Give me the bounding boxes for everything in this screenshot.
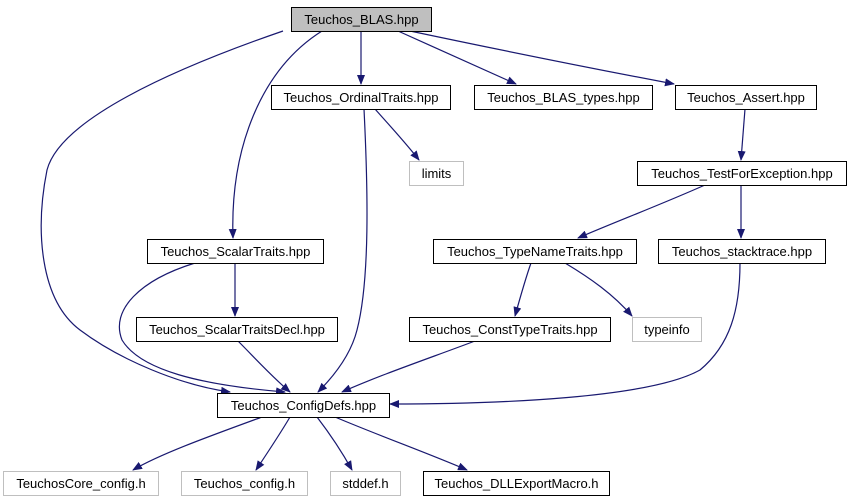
node-dllexport[interactable]: Teuchos_DLLExportMacro.h (423, 471, 610, 496)
edge-scalar-to-configdefs (118, 262, 286, 396)
edge-blas-to-scalar (228, 30, 323, 239)
node-box-coreconfig (3, 471, 159, 496)
edge-assert-to-testexc (737, 108, 746, 161)
edge-typename-to-consttype (513, 262, 532, 317)
node-label-stacktrace: Teuchos_stacktrace.hpp (672, 244, 812, 259)
node-box-testexc (637, 161, 847, 186)
node-blas[interactable]: Teuchos_BLAS.hpp (291, 7, 432, 32)
node-box-consttype (409, 317, 611, 342)
node-label-typeinfo: typeinfo (644, 322, 690, 337)
node-box-config (181, 471, 308, 496)
edge-blas-to-blastypes (397, 30, 517, 85)
edge-testexc-to-typename (577, 184, 706, 239)
edge-consttype-to-configdefs (341, 340, 476, 393)
node-consttype[interactable]: Teuchos_ConstTypeTraits.hpp (409, 317, 611, 342)
node-coreconfig[interactable]: TeuchosCore_config.h (3, 471, 159, 496)
node-typeinfo[interactable]: typeinfo (632, 317, 702, 342)
node-label-blastypes: Teuchos_BLAS_types.hpp (487, 90, 640, 105)
node-box-blas (291, 7, 432, 32)
node-label-dllexport: Teuchos_DLLExportMacro.h (434, 476, 598, 491)
edge-blas-to-configdefs (40, 30, 284, 395)
node-label-config: Teuchos_config.h (194, 476, 295, 491)
node-label-scalar: Teuchos_ScalarTraits.hpp (161, 244, 311, 259)
node-limits[interactable]: limits (409, 161, 464, 186)
nodes-layer: Teuchos_BLAS.hppTeuchos_OrdinalTraits.hp… (3, 7, 847, 496)
node-label-assert: Teuchos_Assert.hpp (687, 90, 805, 105)
edge-scalardecl-to-configdefs (237, 340, 291, 393)
edge-ordinal-to-configdefs (317, 108, 368, 393)
node-testexc[interactable]: Teuchos_TestForException.hpp (637, 161, 847, 186)
node-box-stddef (330, 471, 401, 496)
node-box-ordinal (271, 85, 451, 110)
node-box-scalardecl (136, 317, 338, 342)
node-typename[interactable]: Teuchos_TypeNameTraits.hpp (433, 239, 637, 264)
edge-blas-to-assert (409, 30, 675, 87)
node-label-scalardecl: Teuchos_ScalarTraitsDecl.hpp (149, 322, 325, 337)
node-label-blas: Teuchos_BLAS.hpp (304, 12, 418, 27)
node-label-testexc: Teuchos_TestForException.hpp (651, 166, 832, 181)
node-box-typeinfo (632, 317, 702, 342)
node-box-typename (433, 239, 637, 264)
node-label-consttype: Teuchos_ConstTypeTraits.hpp (422, 322, 597, 337)
node-stddef[interactable]: stddef.h (330, 471, 401, 496)
edge-stacktrace-to-configdefs (389, 262, 741, 408)
node-label-ordinal: Teuchos_OrdinalTraits.hpp (284, 90, 439, 105)
node-label-limits: limits (422, 166, 452, 181)
edge-configdefs-to-coreconfig (132, 416, 263, 471)
edge-configdefs-to-dllexport (334, 416, 468, 471)
node-ordinal[interactable]: Teuchos_OrdinalTraits.hpp (271, 85, 451, 110)
node-assert[interactable]: Teuchos_Assert.hpp (675, 85, 817, 110)
node-box-configdefs (217, 393, 390, 418)
node-box-assert (675, 85, 817, 110)
node-config[interactable]: Teuchos_config.h (181, 471, 308, 496)
node-label-coreconfig: TeuchosCore_config.h (16, 476, 145, 491)
node-box-blastypes (474, 85, 653, 110)
node-blastypes[interactable]: Teuchos_BLAS_types.hpp (474, 85, 653, 110)
node-stacktrace[interactable]: Teuchos_stacktrace.hpp (658, 239, 826, 264)
node-box-scalar (147, 239, 324, 264)
edge-configdefs-to-config (255, 416, 291, 471)
node-configdefs[interactable]: Teuchos_ConfigDefs.hpp (217, 393, 390, 418)
edge-ordinal-to-limits (374, 108, 420, 161)
node-box-dllexport (423, 471, 610, 496)
node-box-limits (409, 161, 464, 186)
node-scalar[interactable]: Teuchos_ScalarTraits.hpp (147, 239, 324, 264)
edges-layer (40, 30, 746, 471)
node-box-stacktrace (658, 239, 826, 264)
edge-configdefs-to-stddef (316, 416, 353, 471)
node-scalardecl[interactable]: Teuchos_ScalarTraitsDecl.hpp (136, 317, 338, 342)
node-label-stddef: stddef.h (342, 476, 388, 491)
node-label-configdefs: Teuchos_ConfigDefs.hpp (231, 398, 376, 413)
edge-typename-to-typeinfo (564, 262, 633, 317)
node-label-typename: Teuchos_TypeNameTraits.hpp (447, 244, 623, 259)
